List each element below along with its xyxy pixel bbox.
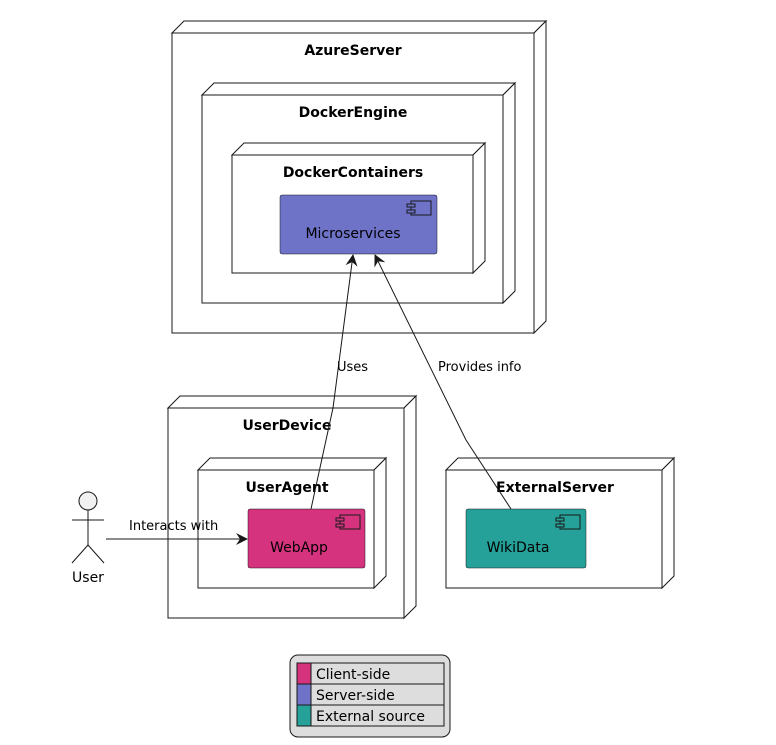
node-title-user-device: UserDevice bbox=[243, 418, 332, 434]
actor-user[interactable]: User bbox=[71, 491, 105, 586]
legend-swatch bbox=[296, 662, 312, 685]
component-microservices[interactable]: Microservices bbox=[279, 194, 438, 255]
actor-label-user: User bbox=[72, 570, 104, 586]
node-title-external-server: ExternalServer bbox=[496, 480, 614, 496]
legend-label: External source bbox=[316, 709, 425, 725]
node-title-docker-containers: DockerContainers bbox=[283, 165, 423, 181]
component-webapp[interactable]: WebApp bbox=[247, 508, 366, 569]
legend-swatch bbox=[296, 683, 312, 706]
edge-label-uses: Uses bbox=[337, 360, 368, 375]
edge-label-provides-info: Provides info bbox=[438, 360, 522, 375]
component-label-microservices: Microservices bbox=[305, 226, 400, 242]
edge-label-interacts-with: Interacts with bbox=[129, 519, 218, 534]
component-icon bbox=[555, 514, 581, 530]
component-wikidata[interactable]: WikiData bbox=[465, 508, 587, 569]
legend: Client-side Server-side External source bbox=[289, 654, 451, 738]
component-icon bbox=[406, 200, 432, 216]
node-title-azure-server: AzureServer bbox=[304, 43, 401, 59]
legend-item-client-side: Client-side bbox=[296, 662, 445, 685]
component-icon bbox=[335, 514, 361, 530]
edge-provides-info: Provides info bbox=[374, 254, 522, 510]
edge-interacts-with: Interacts with bbox=[106, 519, 248, 545]
node-title-user-agent: UserAgent bbox=[245, 480, 328, 496]
legend-item-external-source: External source bbox=[296, 704, 445, 727]
legend-label: Server-side bbox=[316, 688, 395, 704]
component-label-webapp: WebApp bbox=[270, 540, 328, 556]
legend-swatch bbox=[296, 704, 312, 727]
legend-item-server-side: Server-side bbox=[296, 683, 445, 706]
user-figure-icon bbox=[71, 491, 105, 564]
legend-label: Client-side bbox=[316, 667, 390, 683]
component-label-wikidata: WikiData bbox=[487, 540, 550, 556]
edge-uses: Uses bbox=[310, 254, 368, 510]
node-title-docker-engine: DockerEngine bbox=[299, 105, 408, 121]
